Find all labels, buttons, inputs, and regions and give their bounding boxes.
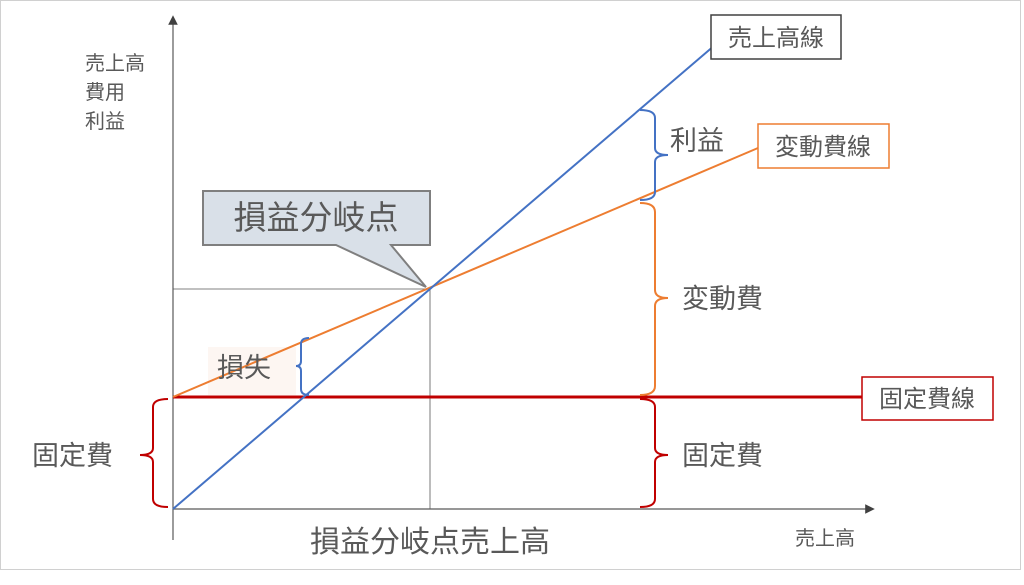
fixed-cost-brace-left — [139, 398, 169, 508]
y-axis-label-line-1: 売上高 — [85, 51, 145, 75]
fixed-cost-line-label: 固定費線 — [879, 385, 975, 413]
fixed-cost-brace-right — [639, 398, 669, 508]
variable-cost-line — [172, 147, 759, 398]
loss-label-bg — [208, 347, 296, 395]
fixed-cost-line-label-box — [861, 376, 994, 421]
loss-label: 損失 — [217, 353, 271, 384]
y-axis-label-line-3: 利益 — [85, 109, 125, 133]
variable-cost-brace — [639, 202, 669, 396]
fixed-cost-label-right: 固定費 — [682, 441, 763, 472]
sales-line-label: 売上高線 — [728, 24, 824, 52]
diagram-frame — [0, 0, 1021, 570]
fixed-cost-label-left: 固定費 — [32, 441, 113, 472]
y-axis-label-line-2: 費用 — [85, 80, 125, 104]
variable-cost-label: 変動費 — [682, 284, 763, 315]
break-even-callout-label: 損益分岐点 — [234, 198, 399, 237]
variable-cost-line-label-box — [757, 123, 890, 169]
sales-line-label-box — [710, 14, 842, 60]
loss-brace — [295, 337, 310, 396]
profit-label: 利益 — [670, 126, 724, 157]
break-even-sales-label: 損益分岐点売上高 — [310, 525, 550, 560]
variable-cost-line-label: 変動費線 — [775, 133, 871, 161]
profit-brace — [639, 109, 669, 201]
sales-line — [172, 44, 716, 510]
x-axis-label: 売上高 — [795, 526, 855, 550]
break-even-callout — [202, 190, 431, 288]
